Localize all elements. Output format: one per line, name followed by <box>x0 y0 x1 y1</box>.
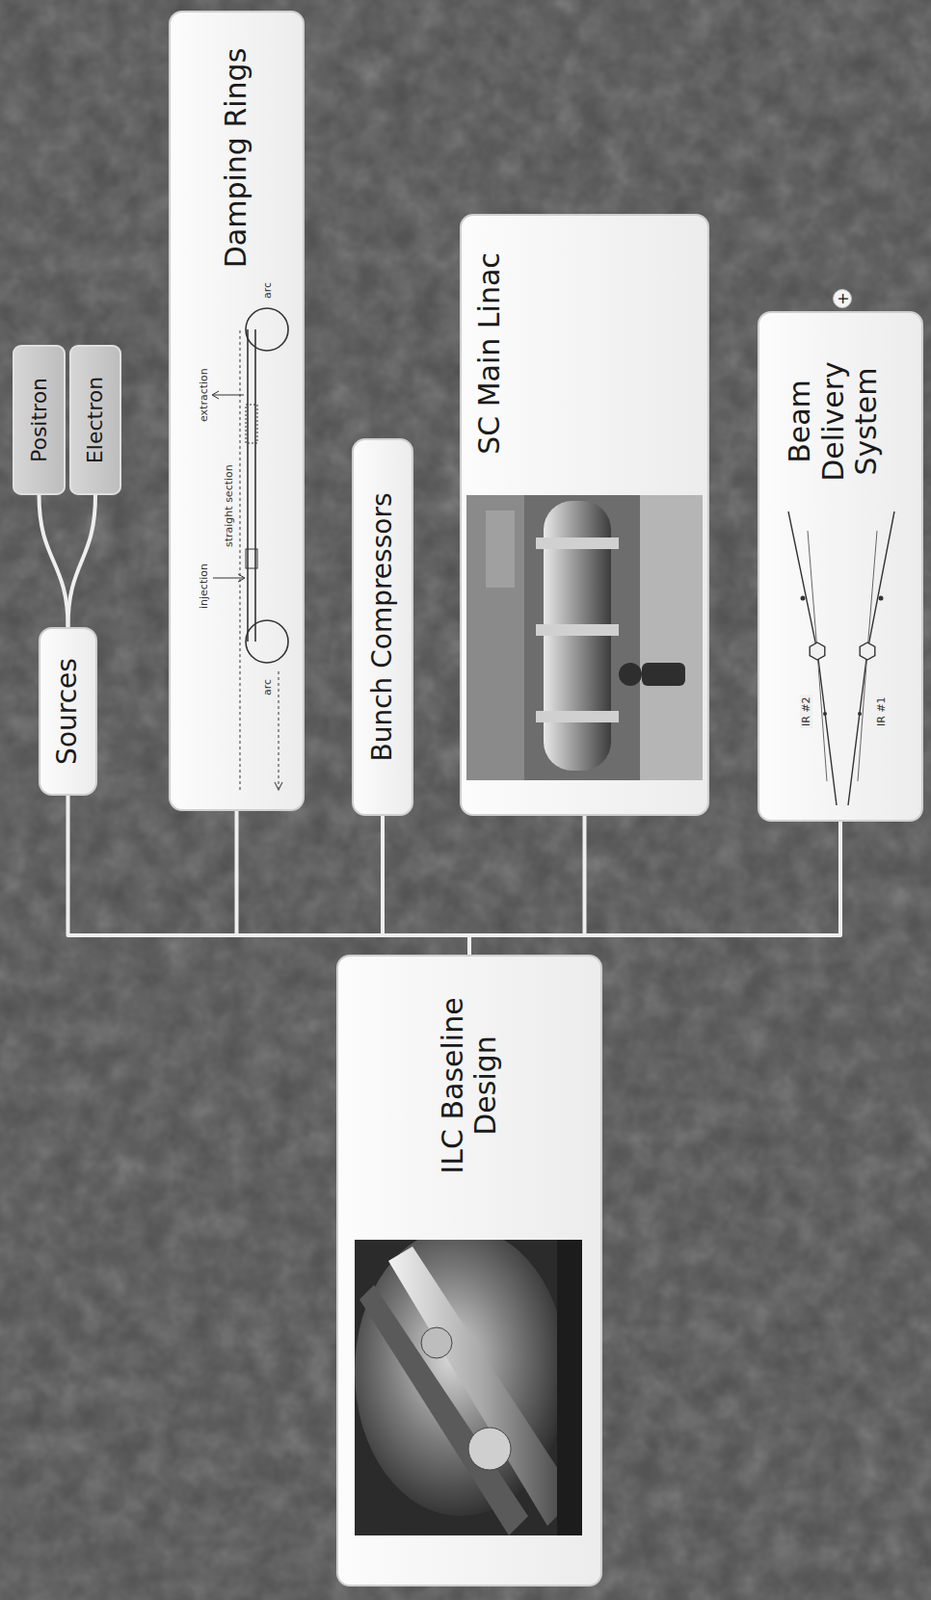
leaf-box: Positron <box>12 345 66 496</box>
drawing-part <box>557 1240 583 1537</box>
drawing-part <box>245 549 258 569</box>
drawing-part <box>857 531 878 782</box>
drawing-part <box>878 596 884 602</box>
branch-box: SC Main Linac <box>459 213 710 817</box>
expand-marker: + <box>832 289 852 309</box>
drawing-part <box>800 596 806 602</box>
drawing-part <box>809 642 825 661</box>
drawing-part <box>421 1328 453 1359</box>
part-label: arc <box>261 679 274 696</box>
box-title: SC Main Linac <box>473 252 507 455</box>
drawing-part <box>246 329 249 642</box>
drawing-part <box>212 578 244 580</box>
part-label: straight section <box>222 464 236 548</box>
drawing-part <box>485 510 515 588</box>
part-label: injection <box>197 563 211 610</box>
drawing-part <box>788 511 837 806</box>
box-title: Positron <box>26 377 52 463</box>
branch-box: Beam Delivery System IR #2 IR #1 <box>757 311 924 823</box>
drawing-part <box>823 712 827 717</box>
drawing-part <box>254 329 257 642</box>
drawing-part <box>238 574 245 583</box>
drawing-part <box>807 531 827 782</box>
drawing-part <box>639 495 703 781</box>
box-title: Damping Rings <box>219 48 254 269</box>
box-title: Bunch Compressors <box>367 493 399 763</box>
box-title: ILC Baseline Design <box>436 972 504 1200</box>
part-label: arc <box>261 282 274 299</box>
branch-box: Bunch Compressors <box>351 438 414 817</box>
tree-connector <box>68 796 471 956</box>
drawing-part <box>466 495 703 781</box>
drawing-part <box>535 624 619 637</box>
drawing-part <box>245 620 289 664</box>
branch-box: Damping Rings injection extraction straight… <box>168 10 305 812</box>
drawing-part <box>859 642 876 661</box>
drawing-part <box>274 782 283 791</box>
cryomodule-photo <box>466 495 703 781</box>
branch-box: Sources <box>38 627 98 797</box>
drawing-part <box>277 669 279 791</box>
root-box: ILC Baseline Design <box>336 955 603 1588</box>
tree-connector <box>39 495 69 628</box>
tree-connector <box>68 495 97 628</box>
drawing-part <box>535 537 619 550</box>
beam-delivery-sketch <box>759 502 922 821</box>
drawing-part <box>212 391 219 399</box>
drawing-part <box>239 327 240 791</box>
tree-connector <box>237 811 471 956</box>
drawing-part <box>245 404 258 444</box>
drawing-part <box>245 308 289 351</box>
tree-connector <box>382 816 470 956</box>
drawing-part <box>212 395 244 397</box>
drawing-part <box>359 1285 529 1537</box>
drawing-part <box>618 663 642 687</box>
part-label: IR #1 <box>875 694 888 729</box>
tree-connector <box>469 822 841 956</box>
part-label: IR #2 <box>799 694 813 729</box>
drawing-part <box>857 712 862 717</box>
box-title: Beam Delivery System <box>783 330 884 514</box>
box-title: Sources <box>52 658 83 766</box>
drawing-part <box>468 1428 511 1471</box>
drawing-part <box>535 711 619 723</box>
tunnel-photo <box>354 1240 583 1537</box>
box-title: Electron <box>82 376 107 464</box>
drawing-part <box>848 511 895 806</box>
drawing-part <box>466 495 525 781</box>
drawing-part <box>641 663 686 687</box>
part-label: extraction <box>197 368 211 423</box>
leaf-box: Electron <box>69 345 122 496</box>
